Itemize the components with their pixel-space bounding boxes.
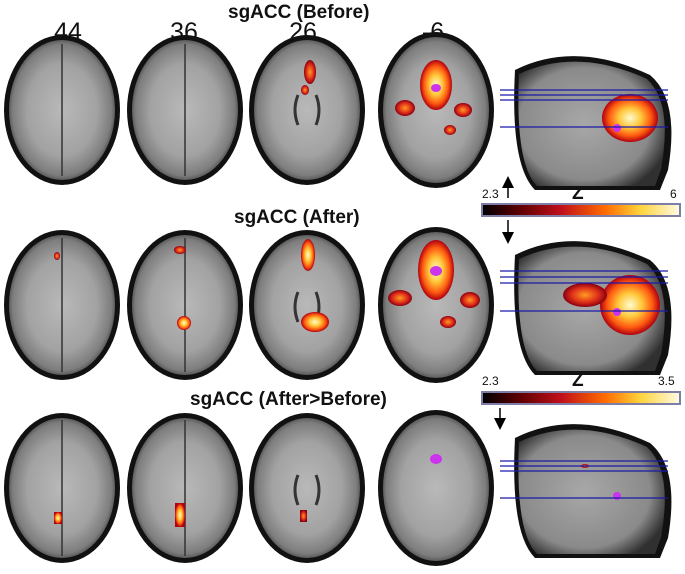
title-after-gt-before: sgACC (After>Before) — [190, 389, 387, 410]
axial-slice-after-minus6 — [378, 227, 494, 383]
sagittal-slice-after — [500, 241, 672, 375]
sagittal-slice-diff — [500, 424, 672, 558]
axial-slice-before-26 — [249, 35, 365, 185]
colorbar-top-max: 6 — [670, 187, 677, 201]
axial-slice-diff-44 — [4, 413, 120, 563]
axial-slice-after-26 — [249, 230, 365, 380]
axial-slice-before-minus6 — [378, 32, 494, 188]
axial-slice-after-36 — [127, 230, 243, 380]
axial-slice-diff-minus6 — [378, 410, 494, 566]
title-before: sgACC (Before) — [228, 2, 370, 23]
axial-slice-before-44 — [4, 35, 120, 185]
colorbar-bottom — [481, 391, 681, 405]
axial-slice-diff-26 — [249, 413, 365, 563]
colorbar-top-min: 2.3 — [482, 187, 499, 201]
axial-slice-before-36 — [127, 35, 243, 185]
sagittal-slice-before — [500, 56, 672, 191]
colorbar-top-title: Z — [572, 183, 584, 204]
title-after: sgACC (After) — [234, 207, 360, 228]
colorbar-top — [481, 203, 681, 217]
colorbar-bottom-min: 2.3 — [482, 374, 499, 388]
axial-slice-after-44 — [4, 230, 120, 380]
colorbar-bottom-max: 3.5 — [658, 374, 675, 388]
axial-slice-diff-36 — [127, 413, 243, 563]
colorbar-bottom-title: Z — [572, 370, 584, 391]
